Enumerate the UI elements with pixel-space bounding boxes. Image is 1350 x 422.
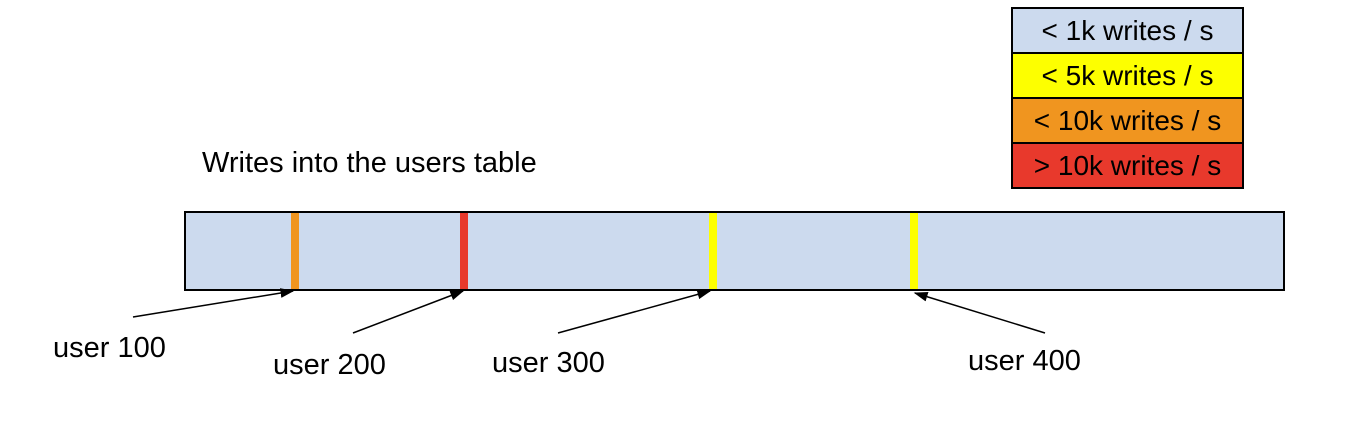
write-hotspot-stripe-user-200: [460, 213, 468, 289]
legend-item-2: < 10k writes / s: [1011, 97, 1244, 144]
write-hotspot-stripe-user-100: [291, 213, 299, 289]
legend-item-label: < 1k writes / s: [1041, 14, 1214, 46]
legend-item-0: < 1k writes / s: [1011, 7, 1244, 54]
users-table-bar: [184, 211, 1285, 291]
legend: < 1k writes / s < 5k writes / s < 10k writ…: [1011, 7, 1244, 189]
annotation-arrow-user-200: [352, 290, 465, 334]
user-label-user-300: user 300: [492, 347, 605, 379]
diagram-title: Writes into the users table: [202, 147, 537, 179]
legend-item-1: < 5k writes / s: [1011, 52, 1244, 99]
legend-item-label: > 10k writes / s: [1033, 149, 1222, 181]
annotation-arrow-user-300: [557, 289, 712, 334]
annotation-arrow-user-400: [913, 292, 1046, 334]
user-label-user-200: user 200: [273, 349, 386, 381]
legend-item-3: > 10k writes / s: [1011, 142, 1244, 189]
write-hotspot-stripe-user-300: [709, 213, 717, 289]
annotation-arrow-user-100: [132, 288, 295, 318]
user-label-user-400: user 400: [968, 345, 1081, 377]
legend-item-label: < 10k writes / s: [1033, 104, 1222, 136]
write-hotspot-stripe-user-400: [910, 213, 918, 289]
user-label-user-100: user 100: [53, 332, 166, 364]
legend-item-label: < 5k writes / s: [1041, 59, 1214, 91]
